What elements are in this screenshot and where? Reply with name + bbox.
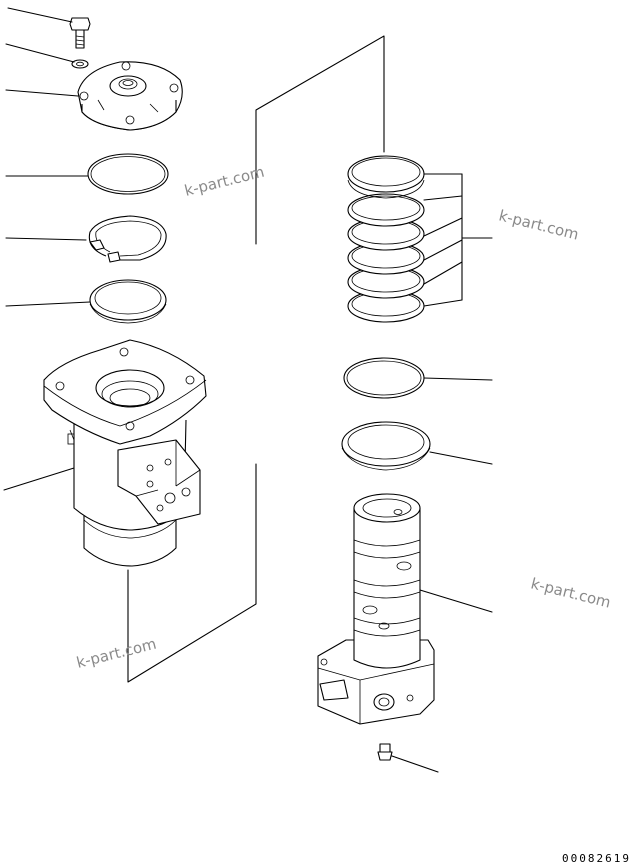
watermark-text: k-part.com	[75, 635, 159, 672]
leader-line-snap-ring	[5, 237, 87, 241]
leader-line-o-ring-right	[423, 377, 493, 381]
swivel-rotor	[317, 493, 435, 725]
o-ring-upper	[87, 153, 169, 195]
leader-line-swivel-body	[3, 467, 75, 491]
leader-line-rotor	[419, 589, 493, 613]
leader-line-cover	[5, 89, 79, 97]
watermark-text: k-part.com	[529, 574, 613, 611]
watermark-text: k-part.com	[497, 206, 581, 243]
washer	[71, 59, 89, 69]
leader-line-seal-right	[429, 451, 493, 465]
leader-line-washer	[5, 43, 75, 63]
o-ring-right	[343, 357, 425, 399]
assembly-bracket-lower	[127, 463, 257, 683]
leader-line-plug	[391, 755, 439, 773]
assembly-bracket-upper	[255, 35, 385, 245]
seal-ring	[89, 279, 167, 324]
cover-plate	[77, 61, 183, 131]
leader-fan-ring-stack	[423, 173, 493, 307]
seal-right	[341, 421, 431, 471]
snap-ring	[88, 215, 167, 263]
swivel-body	[43, 339, 207, 567]
leader-line-seal-ring	[5, 301, 91, 307]
bolt	[69, 17, 91, 49]
watermark-text: k-part.com	[183, 163, 267, 200]
plug	[377, 743, 393, 761]
drawing-code: 00082619	[562, 852, 631, 865]
ring-stack	[347, 155, 425, 323]
leader-line-bolt	[7, 7, 73, 23]
